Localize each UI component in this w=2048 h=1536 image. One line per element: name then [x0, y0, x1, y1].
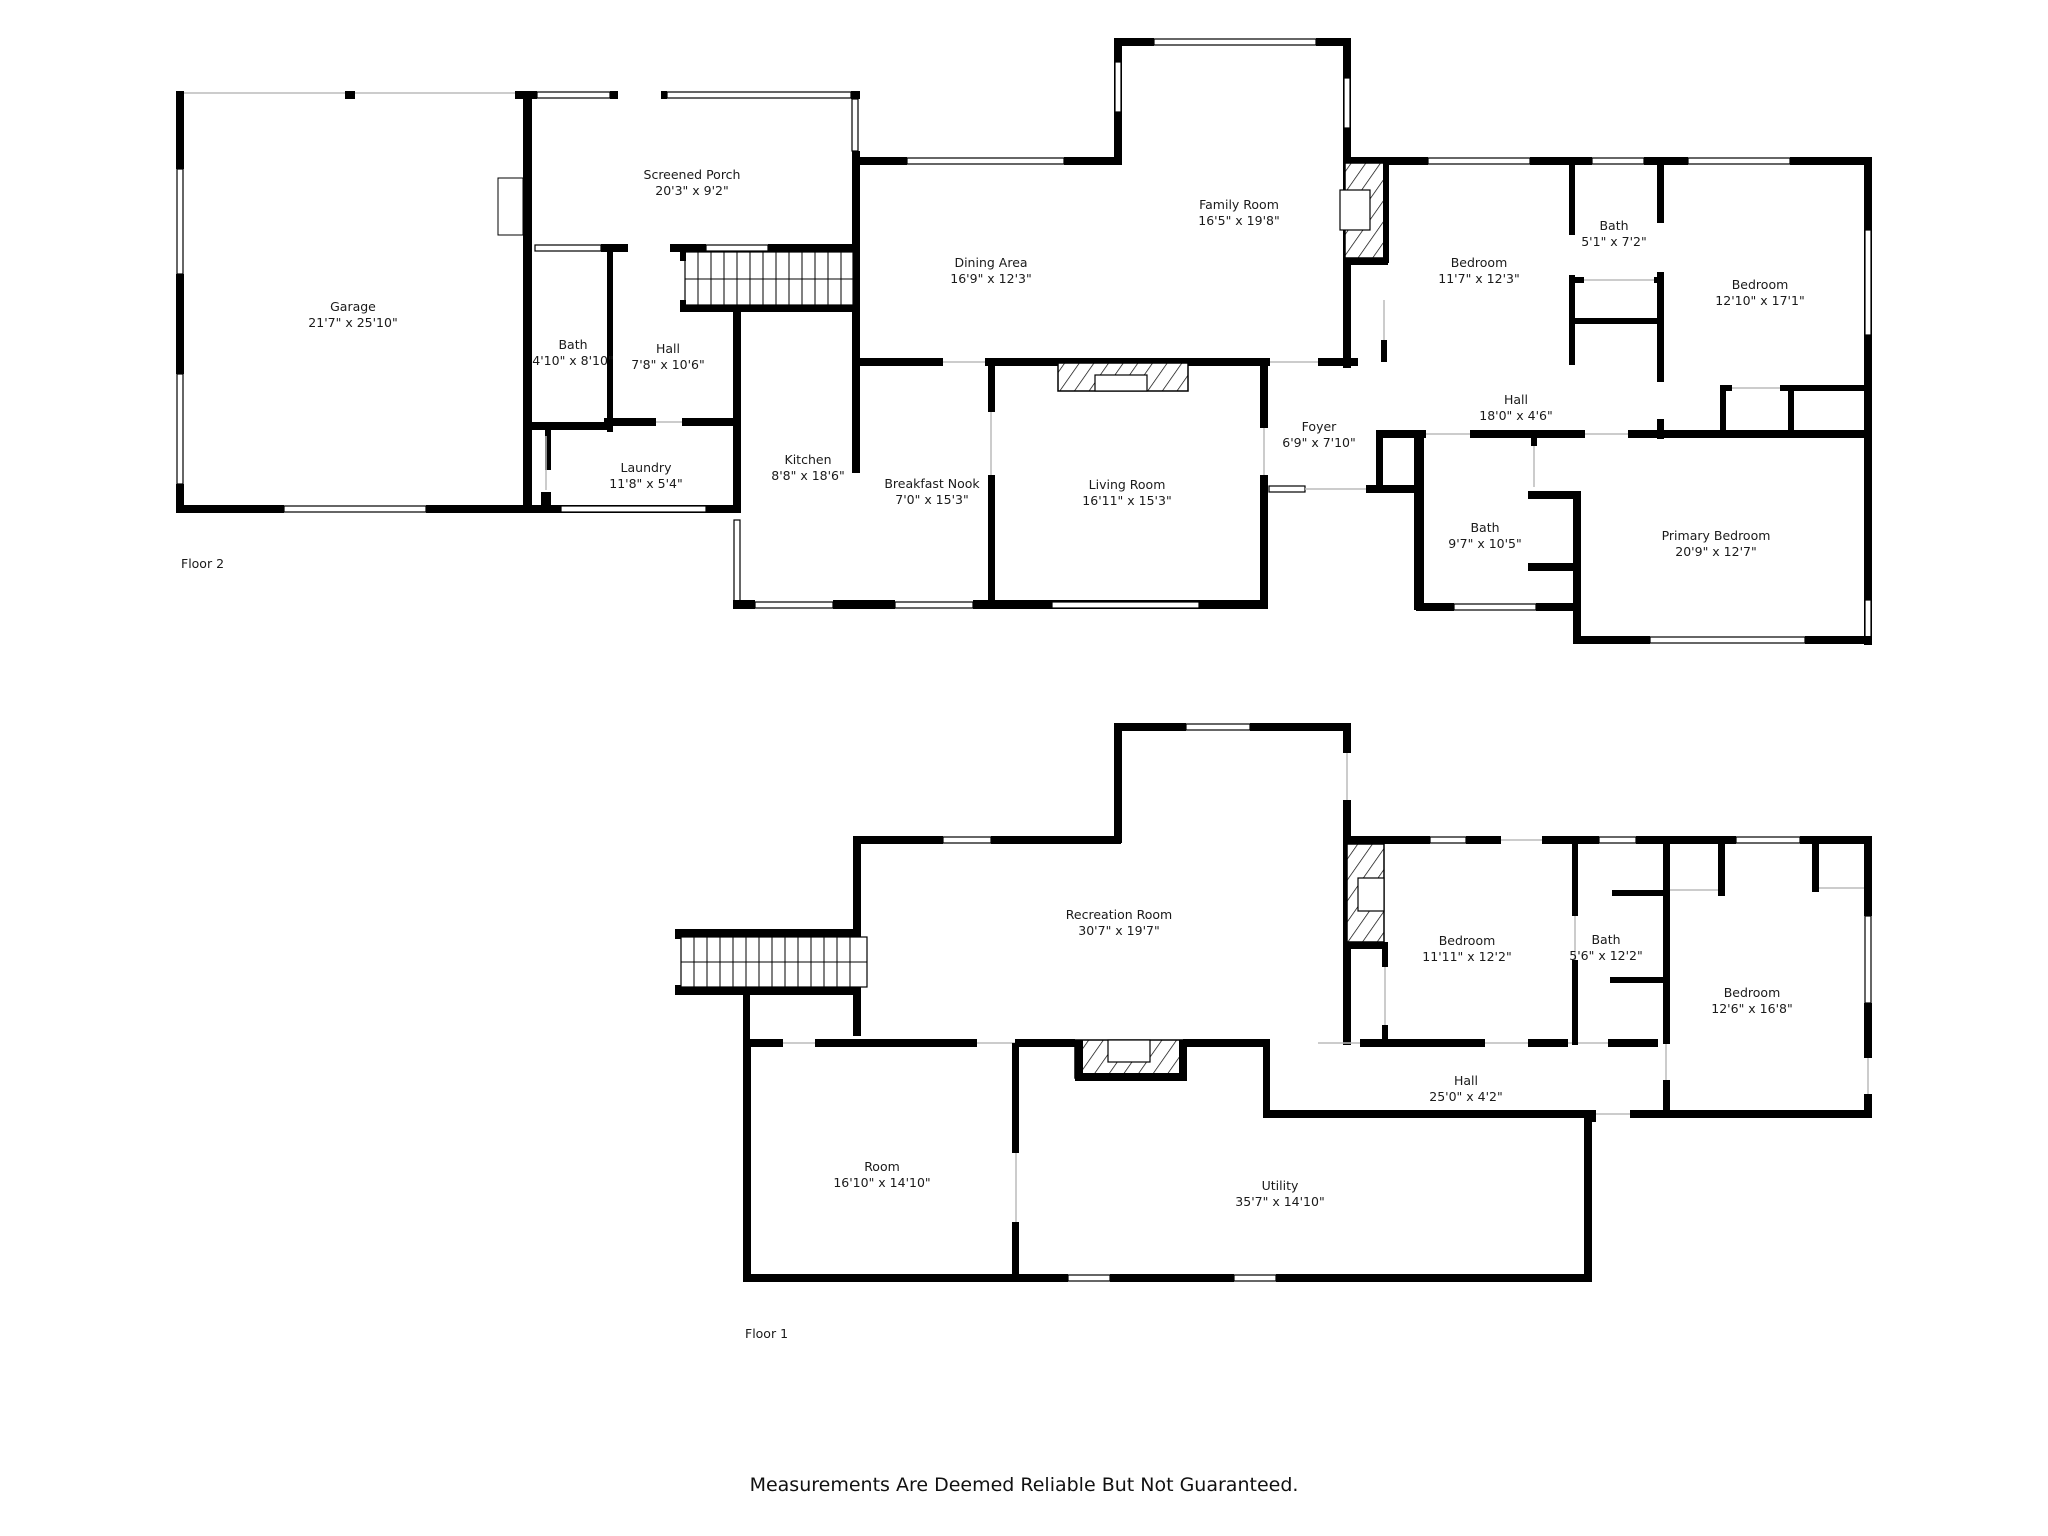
primary-suite-walls [1416, 433, 1872, 644]
room-name: Hall [655, 341, 681, 356]
room-bath-1: Bath 4'10" x 8'10" [532, 337, 613, 369]
room-bedroom-1: Bedroom 11'7" x 12'3" [1438, 255, 1519, 287]
room-name: Bath [1470, 520, 1500, 535]
room-name: Hall [1503, 392, 1529, 407]
room-name: Breakfast Nook [884, 476, 980, 491]
room-foyer: Foyer 6'9" x 7'10" [1282, 419, 1355, 451]
room-dimensions: 7'8" x 10'6" [631, 357, 705, 372]
room-name: Garage [330, 299, 376, 314]
room-dimensions: 12'10" x 17'1" [1715, 293, 1805, 308]
room-dimensions: 11'7" x 12'3" [1438, 271, 1520, 286]
bedroom-wing-floor-1-walls [1343, 836, 1872, 1118]
room-dimensions: 16'9" x 12'3" [950, 271, 1032, 286]
room-hall-1: Hall 7'8" x 10'6" [631, 341, 704, 373]
room-name: Utility [1261, 1178, 1299, 1193]
floor-1-label: Floor 1 [745, 1326, 789, 1341]
room-dimensions: 18'0" x 4'6" [1479, 408, 1553, 423]
stairs-floor-1 [675, 929, 868, 1043]
room-name: Bedroom [1450, 255, 1508, 270]
floor-1-plan [675, 723, 1872, 1282]
room-primary-bedroom: Primary Bedroom 20'9" x 12'7" [1662, 528, 1771, 560]
hall-floor-1-walls [1263, 1039, 1872, 1122]
room-utility-walls [743, 1039, 1592, 1282]
garage-walls [176, 91, 736, 513]
recreation-room-walls [853, 723, 1351, 1045]
room-dimensions: 4'10" x 8'10" [532, 353, 614, 368]
room-name: Hall [1453, 1073, 1479, 1088]
room-kitchen: Kitchen 8'8" x 18'6" [771, 452, 844, 484]
measurement-disclaimer: Measurements Are Deemed Reliable But Not… [749, 1474, 1299, 1496]
room-hall-3: Hall 25'0" x 4'2" [1429, 1073, 1502, 1105]
room-dimensions: 35'7" x 14'10" [1235, 1194, 1325, 1209]
room-name: Bath [1591, 932, 1621, 947]
room-name: Foyer [1301, 419, 1337, 434]
room-dimensions: 11'8" x 5'4" [609, 476, 683, 491]
room-dimensions: 6'9" x 7'10" [1282, 435, 1356, 450]
room-room: Room 16'10" x 14'10" [833, 1159, 930, 1191]
room-dimensions: 8'8" x 18'6" [771, 468, 845, 483]
room-family-room: Family Room 16'5" x 19'8" [1198, 197, 1279, 229]
room-screened-porch: Screened Porch 20'3" x 9'2" [644, 167, 741, 199]
stairs-floor-2 [680, 251, 858, 312]
room-dining-area: Dining Area 16'9" x 12'3" [950, 255, 1031, 287]
room-bedroom-4: Bedroom 12'6" x 16'8" [1711, 985, 1792, 1017]
room-recreation-room: Recreation Room 30'7" x 19'7" [1066, 907, 1172, 939]
room-name: Bath [558, 337, 588, 352]
room-hall-2: Hall 18'0" x 4'6" [1479, 392, 1552, 424]
room-name: Bedroom [1731, 277, 1789, 292]
room-dimensions: 16'11" x 15'3" [1082, 493, 1172, 508]
room-name: Dining Area [954, 255, 1028, 270]
room-dimensions: 12'6" x 16'8" [1711, 1001, 1793, 1016]
dining-family-walls [853, 38, 1358, 368]
room-name: Primary Bedroom [1661, 528, 1771, 543]
floor-2-plan [176, 38, 1872, 645]
room-dimensions: 11'11" x 12'2" [1422, 949, 1512, 964]
room-bath-2: Bath 5'1" x 7'2" [1581, 218, 1647, 250]
room-name: Kitchen [784, 452, 832, 467]
room-dimensions: 9'7" x 10'5" [1448, 536, 1522, 551]
floor-2-label: Floor 2 [181, 556, 225, 571]
room-name: Bath [1599, 218, 1629, 233]
room-dimensions: 25'0" x 4'2" [1429, 1089, 1503, 1104]
room-name: Recreation Room [1065, 907, 1173, 922]
room-bedroom-2: Bedroom 12'10" x 17'1" [1715, 277, 1804, 309]
room-dimensions: 16'5" x 19'8" [1198, 213, 1280, 228]
room-garage: Garage 21'7" x 25'10" [308, 299, 397, 331]
room-dimensions: 20'3" x 9'2" [655, 183, 729, 198]
room-utility: Utility 35'7" x 14'10" [1235, 1178, 1324, 1210]
room-name: Room [864, 1159, 900, 1174]
room-name: Screened Porch [643, 167, 741, 182]
room-living-room: Living Room 16'11" x 15'3" [1082, 477, 1171, 509]
room-bedroom-3: Bedroom 11'11" x 12'2" [1422, 933, 1511, 965]
room-name: Living Room [1088, 477, 1166, 492]
bedroom-wing-walls [1339, 157, 1872, 645]
room-dimensions: 5'1" x 7'2" [1581, 234, 1647, 249]
room-dimensions: 7'0" x 15'3" [895, 492, 969, 507]
room-dimensions: 5'6" x 12'2" [1569, 948, 1643, 963]
room-name: Laundry [620, 460, 672, 475]
foyer-hall-walls [1268, 430, 1870, 610]
room-dimensions: 21'7" x 25'10" [308, 315, 398, 330]
room-name: Family Room [1199, 197, 1279, 212]
room-bath-4: Bath 5'6" x 12'2" [1569, 932, 1642, 964]
room-dimensions: 30'7" x 19'7" [1078, 923, 1160, 938]
room-dimensions: 20'9" x 12'7" [1675, 544, 1757, 559]
room-bath-3: Bath 9'7" x 10'5" [1448, 520, 1521, 552]
room-laundry: Laundry 11'8" x 5'4" [609, 460, 682, 492]
living-room-walls [1051, 360, 1268, 609]
room-breakfast-nook: Breakfast Nook 7'0" x 15'3" [884, 476, 979, 508]
room-name: Bedroom [1723, 985, 1781, 1000]
room-name: Bedroom [1438, 933, 1496, 948]
room-dimensions: 16'10" x 14'10" [833, 1175, 931, 1190]
